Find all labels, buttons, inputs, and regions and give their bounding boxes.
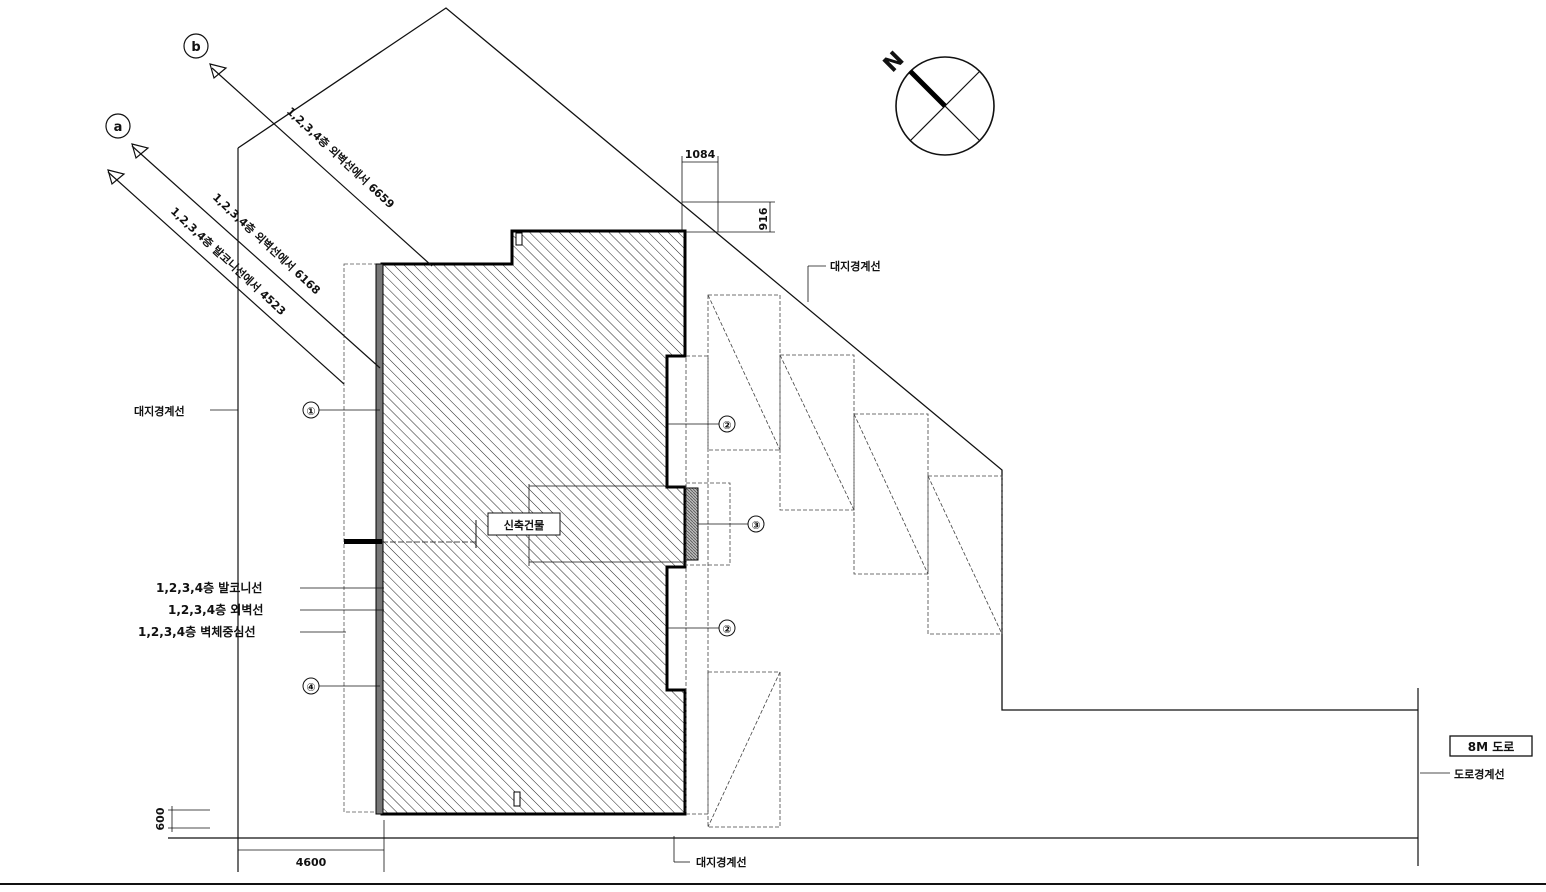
road-label: 8M 도로 xyxy=(1468,740,1515,754)
site-boundary-label-left: 대지경계선 xyxy=(134,404,185,418)
top-dimensions xyxy=(681,156,775,233)
left-entrance-mark xyxy=(344,539,382,544)
callout-2-top: ② xyxy=(668,415,736,433)
svg-text:④: ④ xyxy=(306,681,315,694)
dim-1084: 1084 xyxy=(685,148,716,161)
bottom-notch xyxy=(513,791,521,807)
svg-text:③: ③ xyxy=(751,519,760,532)
svg-text:a: a xyxy=(114,120,123,135)
dim-916: 916 xyxy=(757,207,770,230)
dim-600: 600 xyxy=(154,807,167,830)
site-boundary-label-bottom: 대지경계선 xyxy=(696,855,747,869)
right-dashed-boxes xyxy=(685,294,1003,828)
wall-center-line-label: 1,2,3,4층 벽체중심선 xyxy=(138,624,256,639)
new-building-label: 신축건물 xyxy=(504,518,544,532)
balcony-line-label: 1,2,3,4층 발코니선 xyxy=(156,580,262,595)
road-label-box xyxy=(1449,735,1533,757)
north-arrow: N xyxy=(879,47,995,156)
outer-wall-line-label: 1,2,3,4층 외벽선 xyxy=(168,602,263,617)
bottom-dimensions xyxy=(168,806,385,872)
road-boundary-label: 도로경계선 xyxy=(1454,767,1505,781)
section-marker-b: b xyxy=(183,33,228,80)
site-boundary-line xyxy=(237,7,1418,711)
label-a-balcony: 1,2,3,4층 발코니선에서 4523 xyxy=(168,204,289,318)
entrance-step xyxy=(685,487,699,561)
callout-4: ④ xyxy=(302,677,380,695)
callout-1: ① xyxy=(302,401,380,419)
svg-text:b: b xyxy=(191,40,200,55)
callout-2-bottom: ② xyxy=(668,619,736,637)
dim-4600: 4600 xyxy=(296,856,327,869)
site-boundary-label-right: 대지경계선 xyxy=(830,259,881,273)
top-notch xyxy=(515,232,523,246)
setback-lines xyxy=(107,67,433,385)
north-label: N xyxy=(879,47,910,78)
callout-3: ③ xyxy=(698,515,765,533)
section-marker-a: a xyxy=(105,113,150,186)
label-a-wall: 1,2,3,4층 외벽선에서 6168 xyxy=(210,190,324,297)
svg-text:②: ② xyxy=(722,623,731,636)
svg-text:②: ② xyxy=(722,419,731,432)
svg-text:①: ① xyxy=(306,405,315,418)
label-b-wall: 1,2,3,4층 외벽선에서 6659 xyxy=(284,104,398,211)
